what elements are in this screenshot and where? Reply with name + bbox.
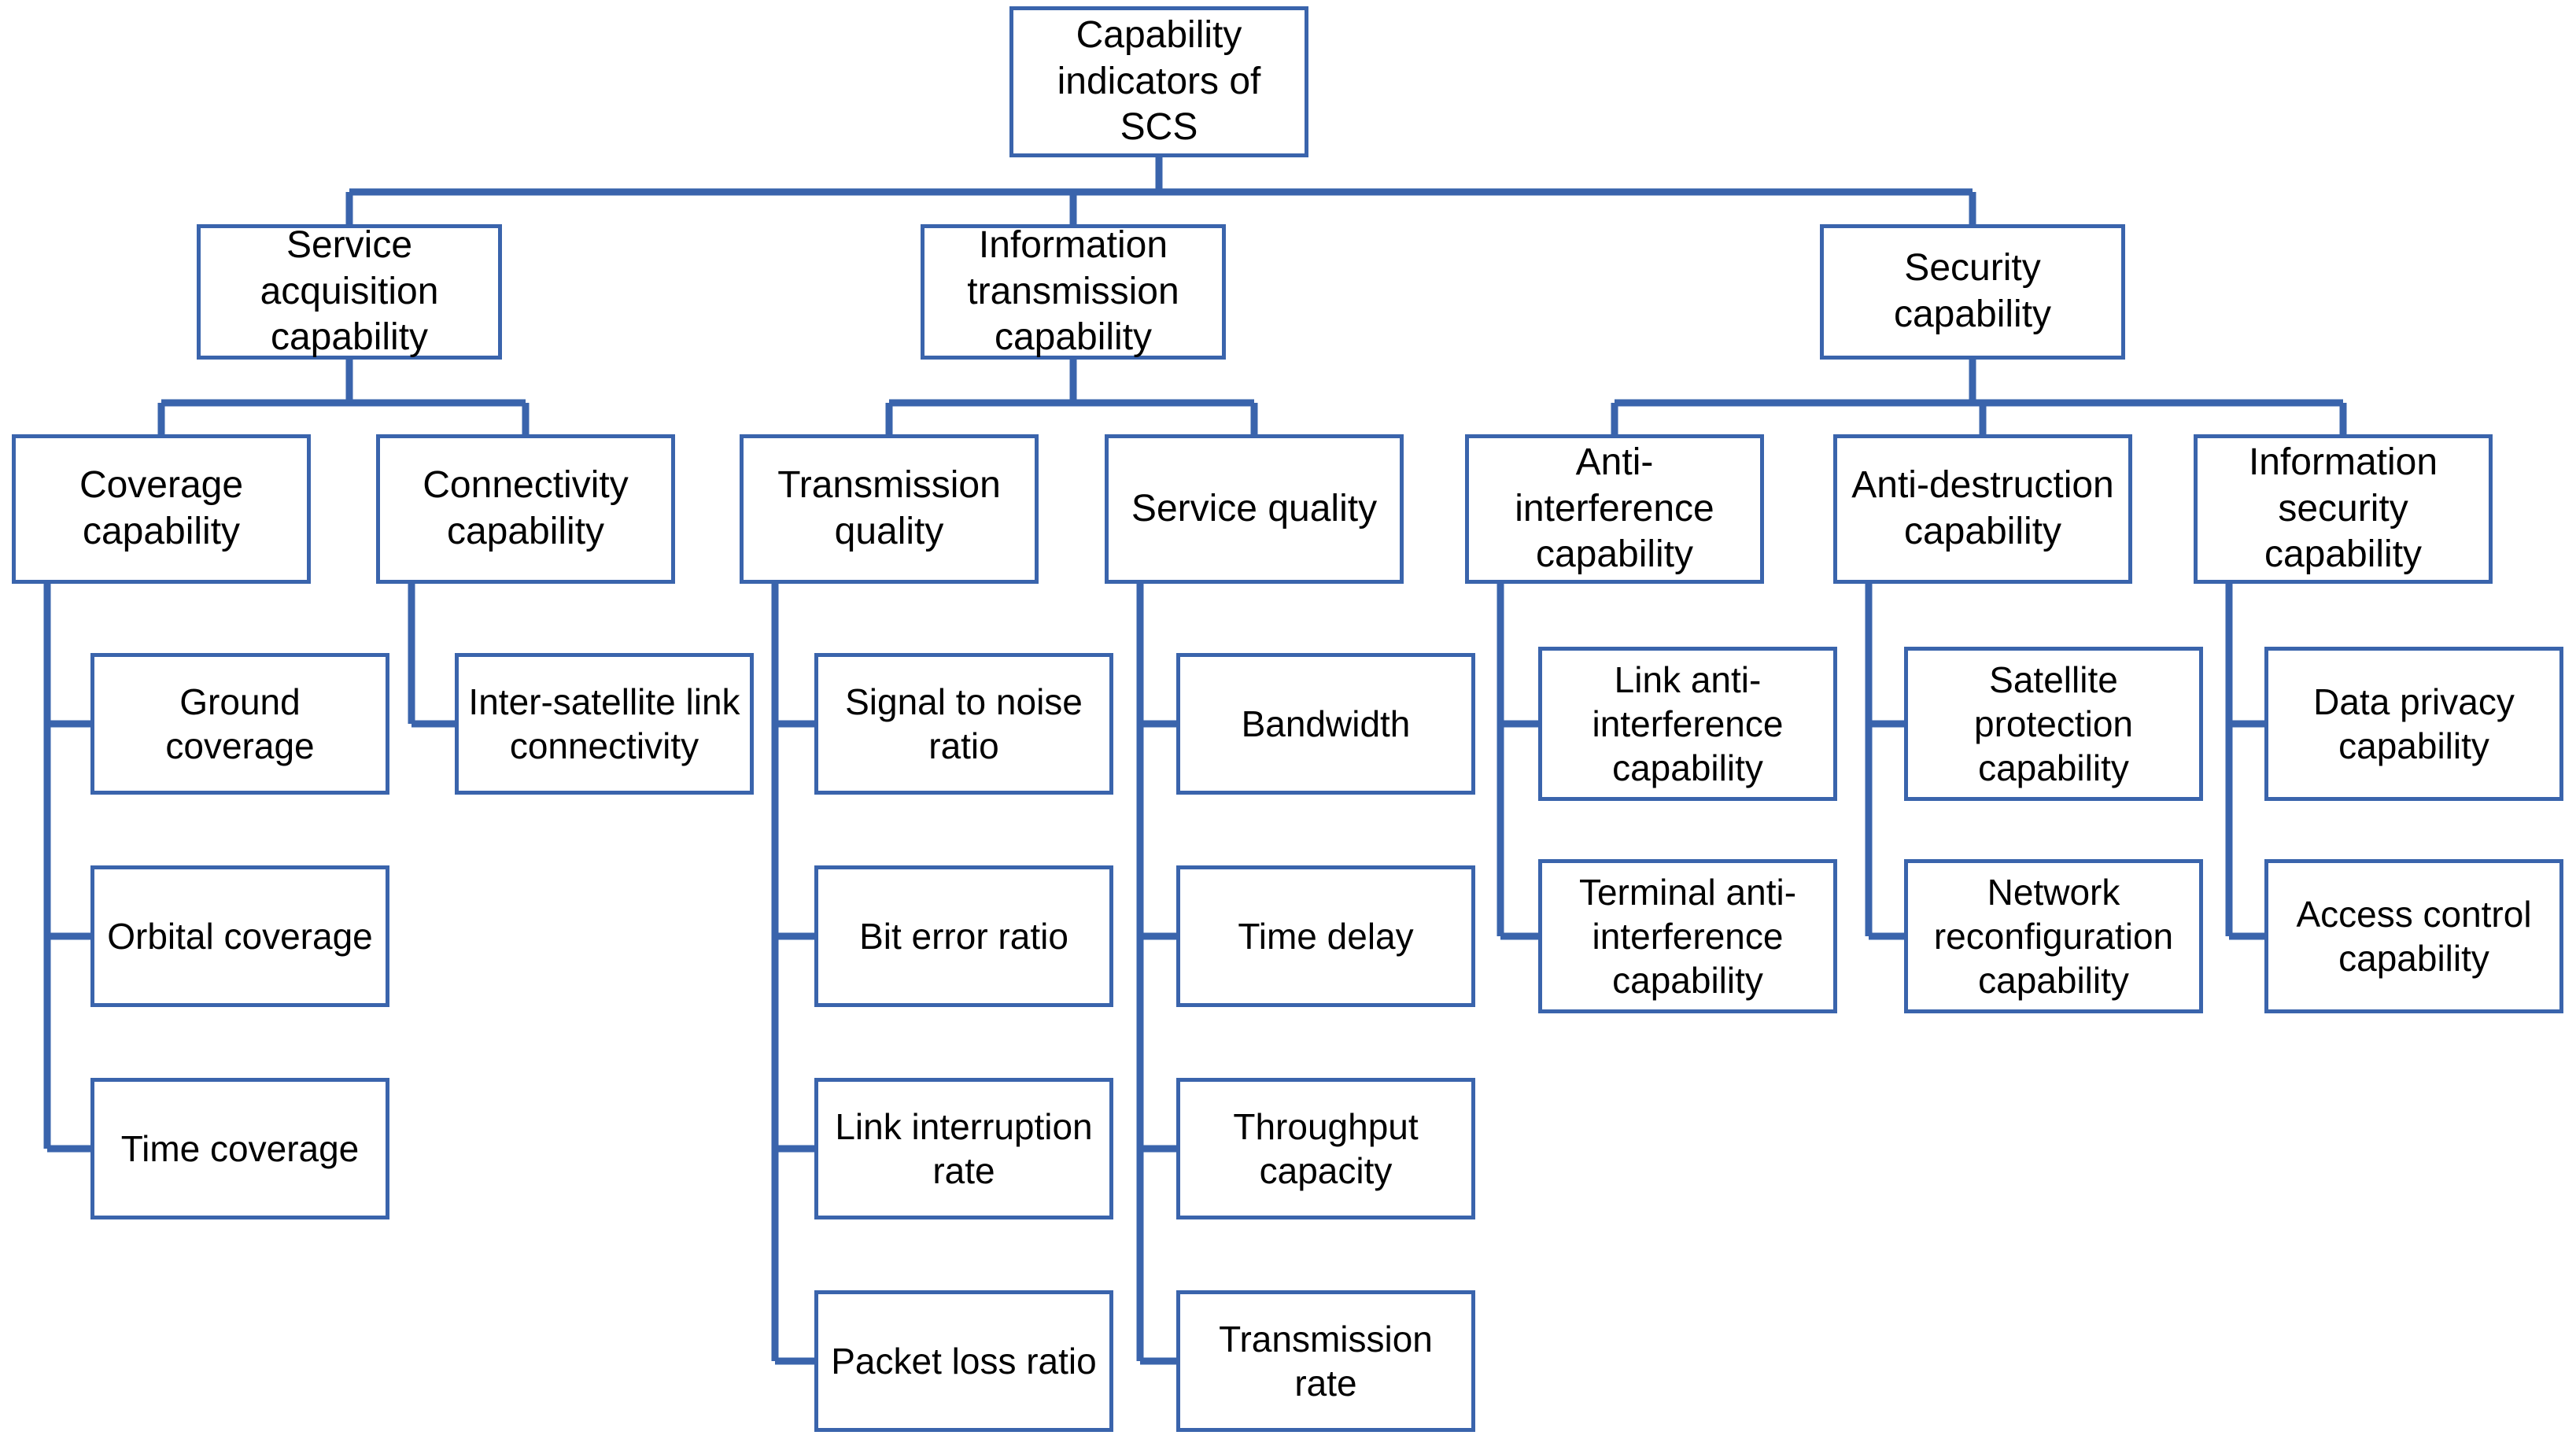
node-service-quality[interactable]: Service quality (1105, 434, 1404, 584)
node-access-control-capability[interactable]: Access control capability (2264, 859, 2563, 1013)
node-data-privacy-capability[interactable]: Data privacy capability (2264, 647, 2563, 801)
node-security-capability[interactable]: Security capability (1820, 224, 2125, 360)
node-service-acquisition-capability[interactable]: Service acquisition capability (197, 224, 502, 360)
node-inter-satellite-link-connectivity[interactable]: Inter-satellite link connectivity (455, 653, 754, 795)
node-orbital-coverage[interactable]: Orbital coverage (90, 865, 389, 1007)
node-ground-coverage[interactable]: Ground coverage (90, 653, 389, 795)
node-anti-interference-capability[interactable]: Anti-interference capability (1465, 434, 1764, 584)
node-link-interruption-rate[interactable]: Link interruption rate (814, 1078, 1113, 1219)
node-transmission-quality[interactable]: Transmission quality (740, 434, 1039, 584)
node-bandwidth[interactable]: Bandwidth (1176, 653, 1475, 795)
node-information-transmission-capability[interactable]: Information transmission capability (921, 224, 1226, 360)
node-information-security-capability[interactable]: Information security capability (2194, 434, 2493, 584)
node-root[interactable]: Capability indicators of SCS (1009, 6, 1308, 157)
node-network-reconfiguration-capability[interactable]: Network reconfiguration capability (1904, 859, 2203, 1013)
node-transmission-rate[interactable]: Transmission rate (1176, 1290, 1475, 1432)
node-throughput-capacity[interactable]: Throughput capacity (1176, 1078, 1475, 1219)
node-terminal-anti-interference-capability[interactable]: Terminal anti- interference capability (1538, 859, 1837, 1013)
node-coverage-capability[interactable]: Coverage capability (12, 434, 311, 584)
node-link-anti-interference-capability[interactable]: Link anti- interference capability (1538, 647, 1837, 801)
node-bit-error-ratio[interactable]: Bit error ratio (814, 865, 1113, 1007)
node-signal-to-noise-ratio[interactable]: Signal to noise ratio (814, 653, 1113, 795)
node-satellite-protection-capability[interactable]: Satellite protection capability (1904, 647, 2203, 801)
node-time-coverage[interactable]: Time coverage (90, 1078, 389, 1219)
node-connectivity-capability[interactable]: Connectivity capability (376, 434, 675, 584)
node-time-delay[interactable]: Time delay (1176, 865, 1475, 1007)
node-anti-destruction-capability[interactable]: Anti-destruction capability (1833, 434, 2132, 584)
node-packet-loss-ratio[interactable]: Packet loss ratio (814, 1290, 1113, 1432)
